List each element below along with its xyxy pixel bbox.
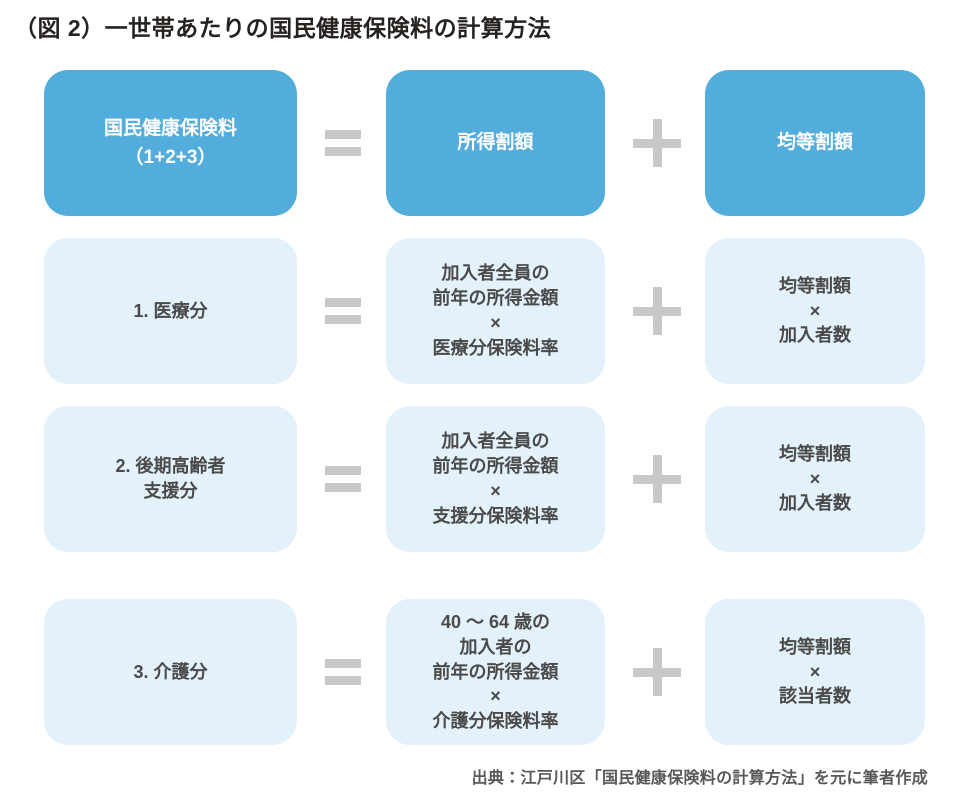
equals-icon xyxy=(325,130,361,157)
plus-icon xyxy=(633,455,681,504)
box-income-based-amount: 所得割額 xyxy=(386,70,605,217)
box-medical-per-capita-formula-text: 均等割額 × 加入者数 xyxy=(779,275,851,346)
box-total-premium: 国民健康保険料 （1+2+3） xyxy=(44,70,297,217)
box-elderly-support-per-capita-formula: 均等割額 × 加入者数 xyxy=(705,406,925,553)
box-income-based-amount-label: 所得割額 xyxy=(457,132,534,154)
box-elderly-support-income-formula-text: 加入者全員の 前年の所得金額 × 支援分保険料率 xyxy=(432,431,559,526)
equals-icon xyxy=(325,659,361,686)
formula-row-nursing-care: 3. 介護分 40 ～ 64 歳の 加入者の 前年の所得金額 × 介護分保険料率… xyxy=(44,599,966,746)
box-elderly-support-label-text: 2. 後期高齢者 支援分 xyxy=(115,456,226,502)
box-nursing-care-per-capita-formula-text: 均等割額 × 該当者数 xyxy=(779,636,851,707)
equals-icon xyxy=(325,298,361,325)
box-nursing-care-label: 3. 介護分 xyxy=(44,599,297,746)
box-elderly-support-per-capita-formula-text: 均等割額 × 加入者数 xyxy=(779,443,851,514)
box-medical-income-formula-text: 加入者全員の 前年の所得金額 × 医療分保険料率 xyxy=(432,263,559,358)
plus-icon xyxy=(633,287,681,336)
box-medical-label-text: 1. 医療分 xyxy=(133,300,208,321)
box-nursing-care-income-formula-text: 40 ～ 64 歳の 加入者の 前年の所得金額 × 介護分保険料率 xyxy=(432,611,559,732)
box-nursing-care-label-text: 3. 介護分 xyxy=(133,661,208,682)
box-elderly-support-income-formula: 加入者全員の 前年の所得金額 × 支援分保険料率 xyxy=(386,406,605,553)
formula-diagram: 国民健康保険料 （1+2+3） 所得割額 均等割額 1. 医療分 加入者全員の … xyxy=(0,70,966,746)
equals-icon xyxy=(325,466,361,493)
figure-title: （図 2）一世帯あたりの国民健康保険料の計算方法 xyxy=(14,15,552,41)
box-nursing-care-per-capita-formula: 均等割額 × 該当者数 xyxy=(705,599,925,746)
formula-row-medical: 1. 医療分 加入者全員の 前年の所得金額 × 医療分保険料率 均等割額 × 加… xyxy=(44,238,966,385)
box-total-premium-label: 国民健康保険料 （1+2+3） xyxy=(103,117,237,169)
box-nursing-care-income-formula: 40 ～ 64 歳の 加入者の 前年の所得金額 × 介護分保険料率 xyxy=(386,599,605,746)
box-elderly-support-label: 2. 後期高齢者 支援分 xyxy=(44,406,297,553)
formula-row-total-premium: 国民健康保険料 （1+2+3） 所得割額 均等割額 xyxy=(44,70,966,217)
plus-icon xyxy=(633,119,681,168)
formula-row-elderly-support: 2. 後期高齢者 支援分 加入者全員の 前年の所得金額 × 支援分保険料率 均等… xyxy=(44,406,966,553)
plus-icon xyxy=(633,648,681,697)
box-medical-income-formula: 加入者全員の 前年の所得金額 × 医療分保険料率 xyxy=(386,238,605,385)
box-per-capita-amount-label: 均等割額 xyxy=(776,132,853,154)
box-medical-label: 1. 医療分 xyxy=(44,238,297,385)
box-medical-per-capita-formula: 均等割額 × 加入者数 xyxy=(705,238,925,385)
source-note: 出典：江戸川区「国民健康保険料の計算方法」を元に筆者作成 xyxy=(471,770,928,788)
box-per-capita-amount: 均等割額 xyxy=(705,70,925,217)
